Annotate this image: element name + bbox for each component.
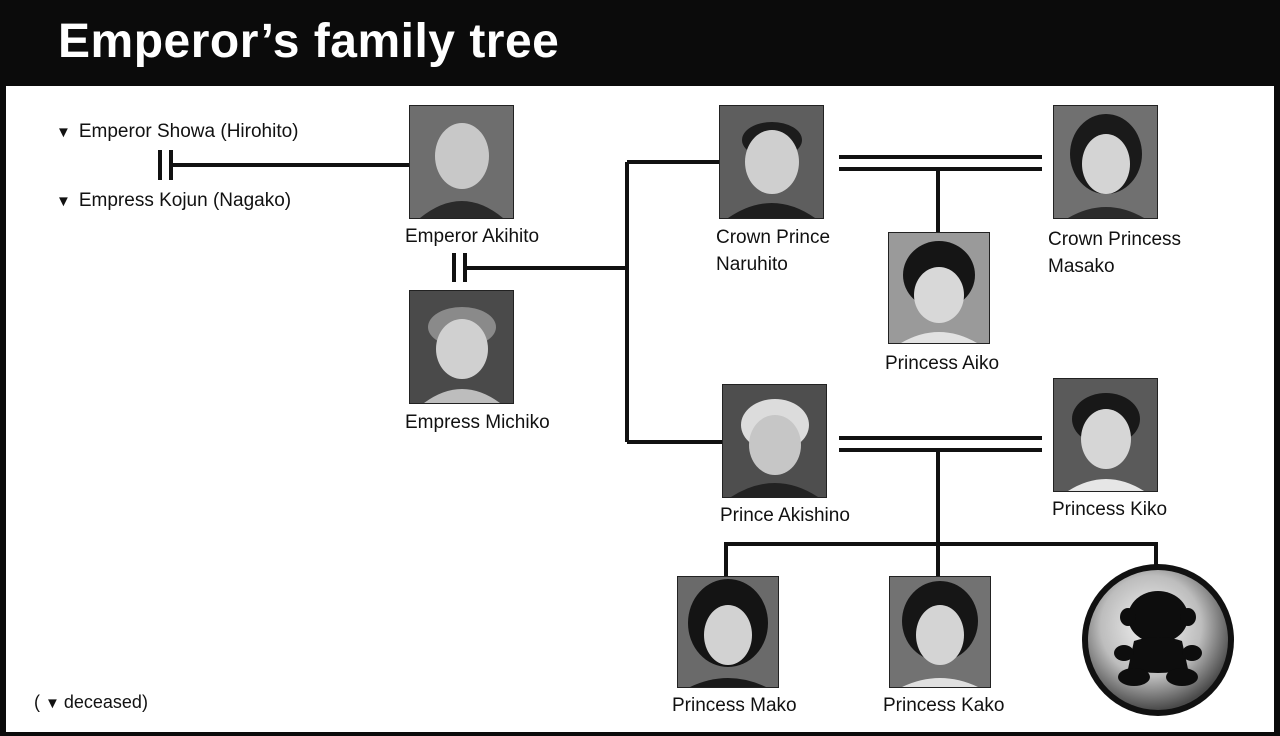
- photo-princess-mako: [677, 576, 779, 688]
- label-princess-mako: Princess Mako: [672, 695, 797, 716]
- label-princess-aiko: Princess Aiko: [885, 353, 1000, 374]
- deceased-marker-icon: ▼: [45, 695, 60, 712]
- label-princess-kako: Princess Kako: [883, 695, 1005, 716]
- photo-prince-akishino: [722, 384, 827, 498]
- photo-crown-prince-naruhito: [719, 105, 824, 219]
- label-emperor-akihito: Emperor Akihito: [405, 226, 540, 247]
- photo-princess-aiko: [888, 232, 990, 344]
- deceased-marker-icon: ▼: [56, 124, 71, 141]
- title-bar: Emperor’s family tree: [0, 0, 1280, 86]
- label-emperor-showa: ▼Emperor Showa (Hirohito): [56, 121, 299, 142]
- label-prince-akishino: Prince Akishino: [720, 505, 850, 526]
- frame-border-right: [1274, 86, 1280, 736]
- deceased-marker-icon: ▼: [56, 193, 71, 210]
- legend-deceased: ( ▼deceased): [34, 692, 148, 712]
- photo-princess-kako: [889, 576, 991, 688]
- label-crown-prince-naruhito: Crown Prince Naruhito: [716, 227, 831, 275]
- label-empress-kojun: ▼Empress Kojun (Nagako): [56, 190, 292, 211]
- label-princess-kiko: Princess Kiko: [1052, 499, 1168, 520]
- photo-empress-michiko: [409, 290, 514, 404]
- baby-silhouette-icon: [1082, 564, 1234, 716]
- frame-border-left: [0, 86, 6, 736]
- photo-crown-princess-masako: [1053, 105, 1158, 219]
- photo-emperor-akihito: [409, 105, 514, 219]
- label-empress-michiko: Empress Michiko: [405, 412, 550, 433]
- photo-princess-kiko: [1053, 378, 1158, 492]
- label-crown-princess-masako: Crown Princess Masako: [1048, 229, 1182, 277]
- frame-border-bottom: [0, 732, 1280, 736]
- figure-title: Emperor’s family tree: [58, 15, 560, 68]
